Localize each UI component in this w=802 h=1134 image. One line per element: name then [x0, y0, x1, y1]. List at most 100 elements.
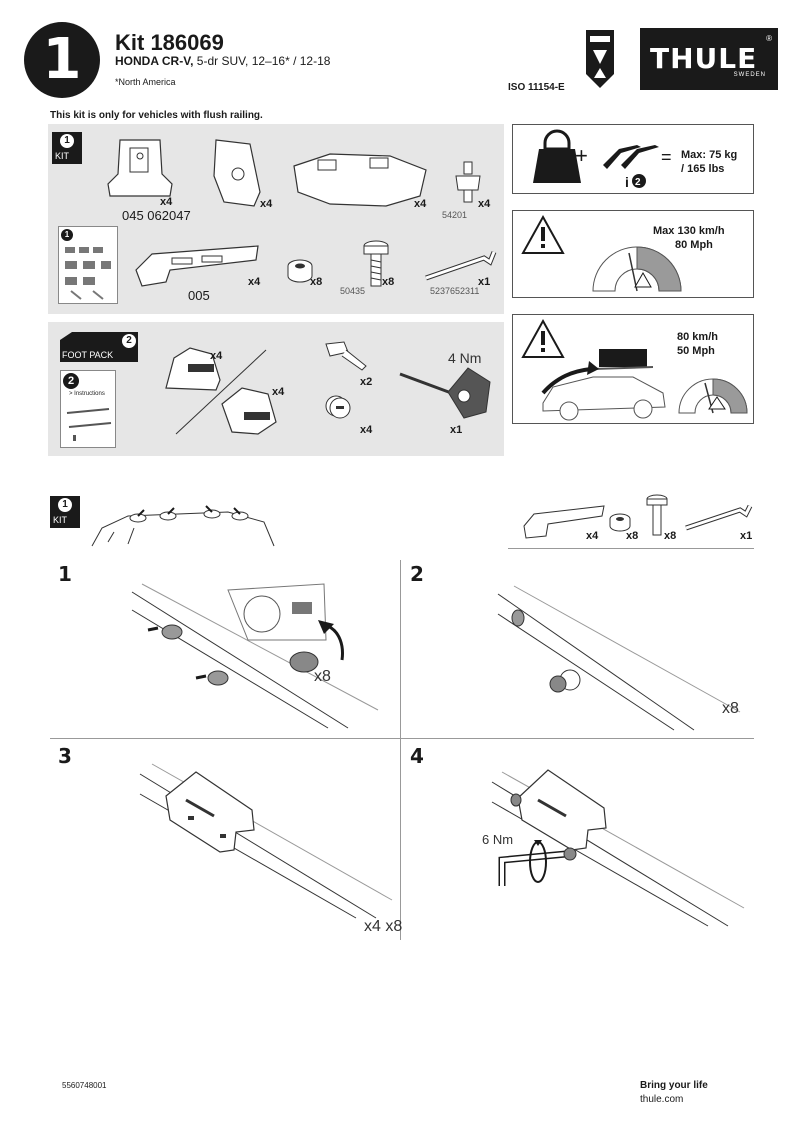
pad-part-icon — [213, 139, 261, 207]
speed2-kmh: 80 km/h — [677, 331, 718, 343]
step-4-number: 4 — [410, 744, 424, 768]
logo-sub: SWEDEN — [733, 72, 766, 78]
foot-pack-tag-number: 2 — [122, 334, 136, 348]
flush-railing-note: This kit is only for vehicles with flush… — [50, 110, 263, 121]
kit-tag: 1 KIT — [52, 132, 82, 164]
footer-tagline: Bring your life — [640, 1080, 708, 1091]
mid-kit-tag-number: 1 — [58, 498, 72, 512]
speed1-kmh: Max 130 km/h — [653, 225, 725, 237]
key-qty: x2 — [360, 376, 373, 388]
thule-guarantee-badge-icon — [586, 30, 614, 88]
footer-site[interactable]: thule.com — [640, 1094, 684, 1105]
step-3-illustration — [139, 763, 393, 919]
kit-title: Kit 186069 — [115, 30, 224, 55]
step-2-illustration — [497, 585, 741, 731]
adapter-part-icon — [293, 153, 427, 207]
mid-spacer-icon — [609, 513, 631, 532]
bars-thumbnail-icon — [66, 408, 112, 441]
iso-standard: ISO 11154-E — [508, 82, 565, 93]
speed1-mph: 80 Mph — [675, 239, 713, 251]
foot-assembled-icon — [221, 387, 277, 435]
foot-pack-tag-label: FOOT PACK — [62, 350, 114, 360]
foot-pack-tag: 2 FOOT PACK — [60, 330, 140, 364]
registered-mark: ® — [766, 34, 772, 43]
part-qty-2: x4 — [260, 198, 273, 210]
mid-allen-key-icon — [685, 504, 753, 531]
foot-pack-tag-shape — [60, 332, 138, 362]
kit-tag-label: KIT — [55, 151, 70, 161]
load-equals: = — [661, 147, 672, 167]
screw-part-icon — [363, 240, 389, 287]
part-number-main: 045 062047 — [122, 208, 191, 223]
key-icon — [325, 341, 367, 371]
part-qty-7: x8 — [382, 276, 395, 288]
foot-pack-doc-title: > Instructions — [69, 391, 105, 397]
mid-parts-underline — [508, 548, 754, 549]
bracket-part-icon — [107, 139, 173, 197]
speedometer-gauge-icon — [592, 246, 682, 292]
steps-vertical-divider — [400, 560, 401, 940]
foot-pack-divider-line — [175, 349, 267, 435]
step-1-number: 1 — [58, 562, 72, 586]
step-3-qty: x4 x8 — [364, 918, 403, 935]
warning-icon-2 — [521, 318, 565, 358]
vehicle-make: HONDA CR-V, — [115, 54, 194, 68]
foot-pack-torque: 4 Nm — [448, 350, 482, 366]
mid-qty-4: x1 — [740, 530, 753, 542]
roof-bars-icon: i 2 — [603, 145, 659, 190]
mid-qty-1: x4 — [586, 530, 599, 542]
lock-qty: x4 — [360, 424, 373, 436]
speed-limit-box-1: Max 130 km/h 80 Mph — [512, 210, 754, 298]
vehicle-line: HONDA CR-V, 5-dr SUV, 12–16* / 12-18 — [115, 54, 330, 68]
warning-icon — [521, 214, 565, 254]
step-4-illustration — [491, 769, 745, 927]
step-2-number: 2 — [410, 562, 424, 586]
part-qty-1: x4 — [160, 196, 173, 208]
part-number-5: 005 — [188, 288, 210, 303]
mid-qty-3: x8 — [664, 530, 677, 542]
part-qty-8: x1 — [478, 276, 491, 288]
allen-key-part-icon — [425, 251, 497, 281]
mid-qty-2: x8 — [626, 530, 639, 542]
load-max-lbs: / 165 lbs — [681, 163, 725, 175]
part-number-8: 5237652311 — [430, 286, 480, 296]
weight-icon — [533, 129, 581, 183]
bolt-part-icon — [455, 161, 481, 203]
foot-part-icon — [165, 347, 221, 391]
load-plus: + — [575, 143, 588, 168]
foot-pack-instruction-thumbnail: 2 > Instructions — [60, 370, 116, 448]
load-limit-box: + i 2 = Max: 75 kg / 165 lbs — [512, 124, 754, 194]
tool-qty: x1 — [450, 424, 463, 436]
step-number-circle: 1 — [24, 22, 100, 98]
torque-tool-icon — [399, 367, 491, 419]
instruction-sheet-thumbnail: 1 — [58, 226, 118, 304]
step-2-qty: x8 — [722, 700, 739, 717]
part-qty-6: x8 — [310, 276, 323, 288]
foot-pack-doc-number: 2 — [63, 373, 79, 389]
part-number-4: 54201 — [442, 210, 468, 220]
part-number-7: 50435 — [340, 286, 366, 296]
kit-tag-number: 1 — [60, 134, 74, 148]
mid-screw-icon — [646, 494, 668, 536]
step-3-number: 3 — [58, 744, 72, 768]
car-with-load-icon — [541, 349, 666, 421]
logo-text: THULE — [650, 42, 758, 75]
svg-text:i: i — [625, 174, 629, 190]
part-qty-4: x4 — [478, 198, 491, 210]
region-note: *North America — [115, 77, 176, 87]
sheet-content-icon — [65, 247, 111, 300]
step-1-qty: x8 — [314, 668, 331, 685]
speedometer-gauge-icon-2 — [678, 378, 748, 414]
mid-kit-tag-label: KIT — [53, 515, 68, 525]
vehicle-detail: 5-dr SUV, 12–16* / 12-18 — [193, 54, 331, 68]
part-qty-5: x4 — [248, 276, 261, 288]
step-1-illustration — [131, 583, 379, 729]
thule-logo: THULE ® SWEDEN — [640, 28, 778, 90]
car-roof-overview-icon — [91, 505, 275, 547]
foot-qty-2: x4 — [272, 386, 285, 398]
step-4-torque: 6 Nm — [482, 832, 514, 847]
part-qty-3: x4 — [414, 198, 427, 210]
document-part-number: 5560748001 — [62, 1081, 107, 1090]
load-max-kg: Max: 75 kg — [681, 149, 738, 161]
foot-qty-1: x4 — [210, 350, 223, 362]
